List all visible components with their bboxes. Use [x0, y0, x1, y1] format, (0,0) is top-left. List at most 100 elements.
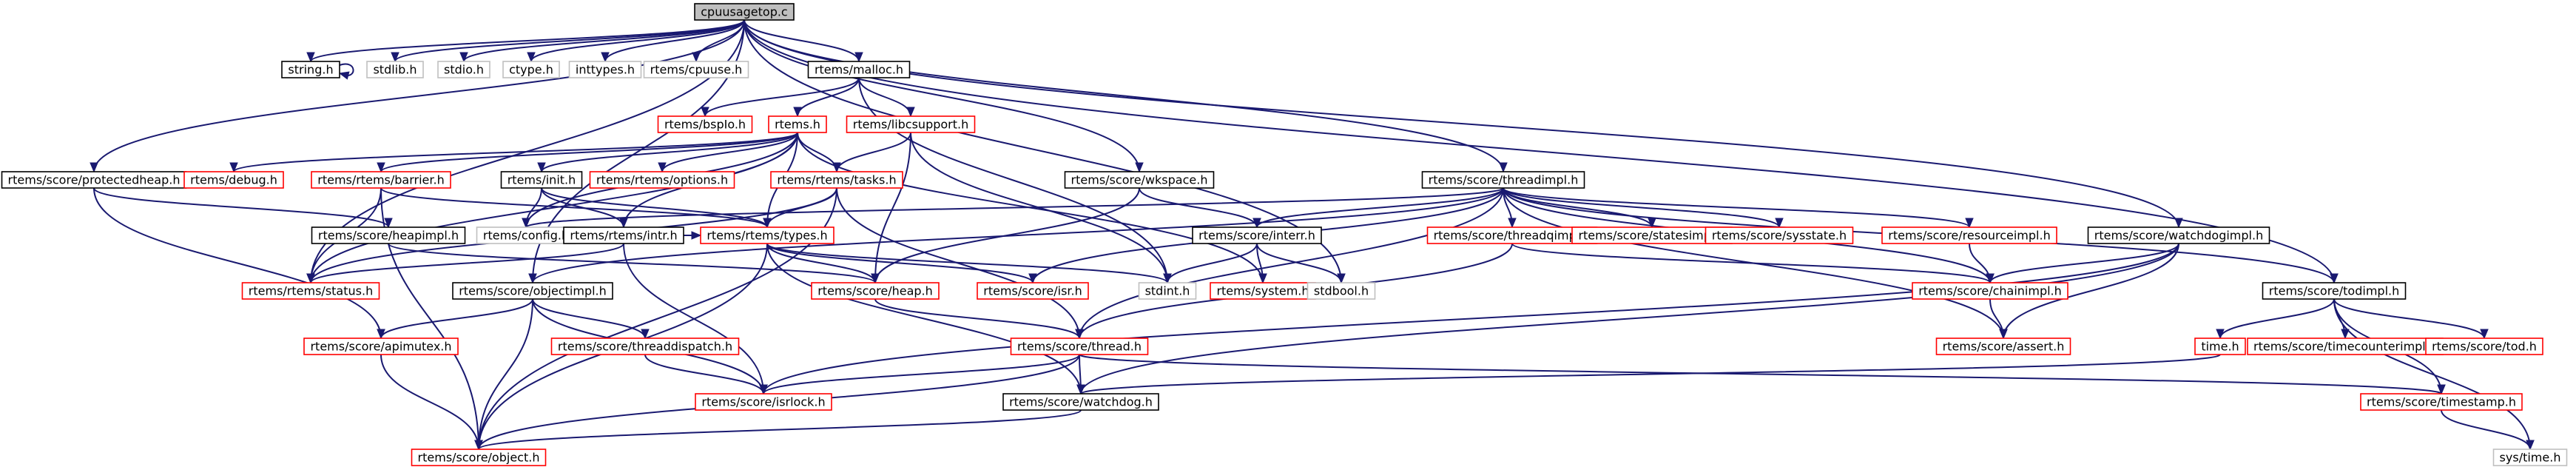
- edge-rtems-to-options: [661, 132, 798, 172]
- node-apimutex[interactable]: rtems/score/apimutex.h: [303, 338, 459, 355]
- edge-interr-to-stdint: [1167, 243, 1258, 283]
- node-label: rtems/score/resourceimpl.h: [1888, 229, 2050, 243]
- node-rtems[interactable]: rtems.h: [768, 115, 827, 133]
- arrowhead: [619, 218, 628, 229]
- node-tod[interactable]: rtems/score/tod.h: [2425, 338, 2543, 355]
- node-barrier[interactable]: rtems/rtems/barrier.h: [311, 171, 451, 189]
- node-threadqimpl[interactable]: rtems/score/threadqimpl.h: [1426, 226, 1598, 244]
- edge-types-to-heap: [766, 243, 876, 283]
- arrowhead: [1508, 218, 1517, 229]
- arrowhead: [1775, 218, 1784, 229]
- node-assert[interactable]: rtems/score/assert.h: [1935, 338, 2071, 355]
- node-tasks[interactable]: rtems/rtems/tasks.h: [770, 171, 903, 189]
- arrowhead: [2174, 218, 2183, 229]
- arrowhead: [601, 52, 610, 63]
- edge-threadimpl-to-config: [525, 187, 1504, 228]
- arrowhead: [2480, 329, 2489, 340]
- node-timecounterimpl[interactable]: rtems/score/timecounterimpl.h: [2247, 338, 2444, 355]
- arrowhead: [1075, 329, 1084, 340]
- node-label: rtems/score/object.h: [418, 451, 540, 465]
- node-intr[interactable]: rtems/rtems/intr.h: [563, 226, 684, 244]
- arrowhead: [763, 218, 772, 229]
- node-protectedheap[interactable]: rtems/score/protectedheap.h: [1, 171, 187, 189]
- arrowhead: [2330, 273, 2339, 284]
- node-thread[interactable]: rtems/score/thread.h: [1010, 338, 1149, 355]
- node-label: rtems/score/heapimpl.h: [318, 229, 459, 243]
- arrowhead: [377, 329, 385, 340]
- node-label: rtems/score/isrlock.h: [701, 395, 825, 409]
- node-isrlock[interactable]: rtems/score/isrlock.h: [695, 393, 832, 411]
- node-string[interactable]: string.h: [281, 61, 340, 78]
- node-label: rtems.h: [775, 118, 820, 132]
- arrowhead: [377, 162, 385, 173]
- node-todimpl[interactable]: rtems/score/todimpl.h: [2262, 282, 2407, 300]
- arrowhead: [692, 52, 701, 63]
- arrowhead: [459, 52, 468, 63]
- node-interr[interactable]: rtems/score/interr.h: [1192, 226, 1322, 244]
- node-label: rtems/score/threadqimpl.h: [1434, 229, 1591, 243]
- arrowhead: [1337, 273, 1346, 284]
- edge-root-to-ctype: [530, 19, 745, 62]
- node-init[interactable]: rtems/init.h: [500, 171, 583, 189]
- node-label: rtems/score/objectimpl.h: [459, 284, 607, 298]
- arrowhead: [759, 384, 768, 395]
- node-label: string.h: [288, 63, 333, 77]
- edge-rtems-to-barrier: [380, 132, 798, 172]
- node-label: rtems/score/apimutex.h: [310, 340, 451, 354]
- node-isr[interactable]: rtems/score/isr.h: [977, 282, 1089, 300]
- node-label: rtems/score/interr.h: [1198, 229, 1315, 243]
- arrowhead: [691, 231, 702, 240]
- edge-rtems-to-debug: [233, 132, 798, 172]
- node-libcsupport[interactable]: rtems/libcsupport.h: [846, 115, 976, 133]
- node-label: rtems/score/thread.h: [1017, 340, 1142, 354]
- node-label: rtems/score/threaddispatch.h: [558, 340, 732, 354]
- node-stdint: stdint.h: [1138, 282, 1197, 300]
- node-watchdogimpl[interactable]: rtems/score/watchdogimpl.h: [2087, 226, 2270, 244]
- edge-thread-to-isrlock: [763, 354, 1080, 395]
- node-threaddispatch[interactable]: rtems/score/threaddispatch.h: [550, 338, 740, 355]
- edge-root-to-wkspace: [744, 19, 1140, 172]
- node-object[interactable]: rtems/score/object.h: [411, 449, 547, 466]
- node-config: rtems/config.h: [476, 226, 576, 244]
- node-label: rtems/score/isr.h: [983, 284, 1082, 298]
- node-label: ctype.h: [509, 63, 553, 77]
- edge-objectimpl-to-apimutex: [380, 298, 533, 339]
- node-heapimpl[interactable]: rtems/score/heapimpl.h: [311, 226, 466, 244]
- node-malloc[interactable]: rtems/malloc.h: [807, 61, 911, 78]
- arrowhead: [854, 52, 863, 63]
- node-system[interactable]: rtems/system.h: [1210, 282, 1316, 300]
- edge-watchdog-to-object: [478, 409, 1082, 450]
- edge-rtems-to-tasks: [797, 132, 837, 172]
- node-watchdog[interactable]: rtems/score/watchdog.h: [1002, 393, 1159, 411]
- node-resourceimpl[interactable]: rtems/score/resourceimpl.h: [1881, 226, 2057, 244]
- node-status[interactable]: rtems/rtems/status.h: [241, 282, 380, 300]
- arrowhead: [474, 440, 483, 451]
- node-label: rtems/debug.h: [190, 173, 277, 187]
- node-time[interactable]: time.h: [2194, 338, 2246, 355]
- node-chainimpl[interactable]: rtems/score/chainimpl.h: [1912, 282, 2068, 300]
- node-types[interactable]: rtems/rtems/types.h: [700, 226, 834, 244]
- edge-watchdogimpl-to-assert: [2003, 243, 2179, 339]
- node-label: time.h: [2201, 340, 2239, 354]
- node-debug[interactable]: rtems/debug.h: [183, 171, 284, 189]
- arrowhead: [658, 162, 667, 173]
- edge-root-to-stdlib: [394, 19, 745, 62]
- edge-threadimpl-to-sysstate: [1503, 187, 1780, 228]
- arrowhead: [1999, 329, 2008, 340]
- node-label: rtems/score/watchdogimpl.h: [2094, 229, 2263, 243]
- node-timestamp[interactable]: rtems/score/timestamp.h: [2360, 393, 2523, 411]
- node-threadimpl[interactable]: rtems/score/threadimpl.h: [1421, 171, 1585, 189]
- node-objectimpl[interactable]: rtems/score/objectimpl.h: [452, 282, 613, 300]
- node-root[interactable]: cpuusagetop.c: [694, 3, 795, 21]
- node-bspio[interactable]: rtems/bspIo.h: [657, 115, 753, 133]
- node-heap[interactable]: rtems/score/heap.h: [811, 282, 940, 300]
- edge-protectedheap-to-heapimpl: [93, 187, 389, 228]
- node-sysstate[interactable]: rtems/score/sysstate.h: [1705, 226, 1854, 244]
- node-statesimpl[interactable]: rtems/score/statesimpl.h: [1571, 226, 1733, 244]
- node-options[interactable]: rtems/rtems/options.h: [589, 171, 735, 189]
- arrowhead: [906, 107, 915, 118]
- edge-threadimpl-to-thread: [1079, 187, 1504, 339]
- node-ctype: ctype.h: [502, 61, 560, 78]
- edge-types-to-stdint: [766, 243, 1168, 283]
- node-wkspace[interactable]: rtems/score/wkspace.h: [1064, 171, 1215, 189]
